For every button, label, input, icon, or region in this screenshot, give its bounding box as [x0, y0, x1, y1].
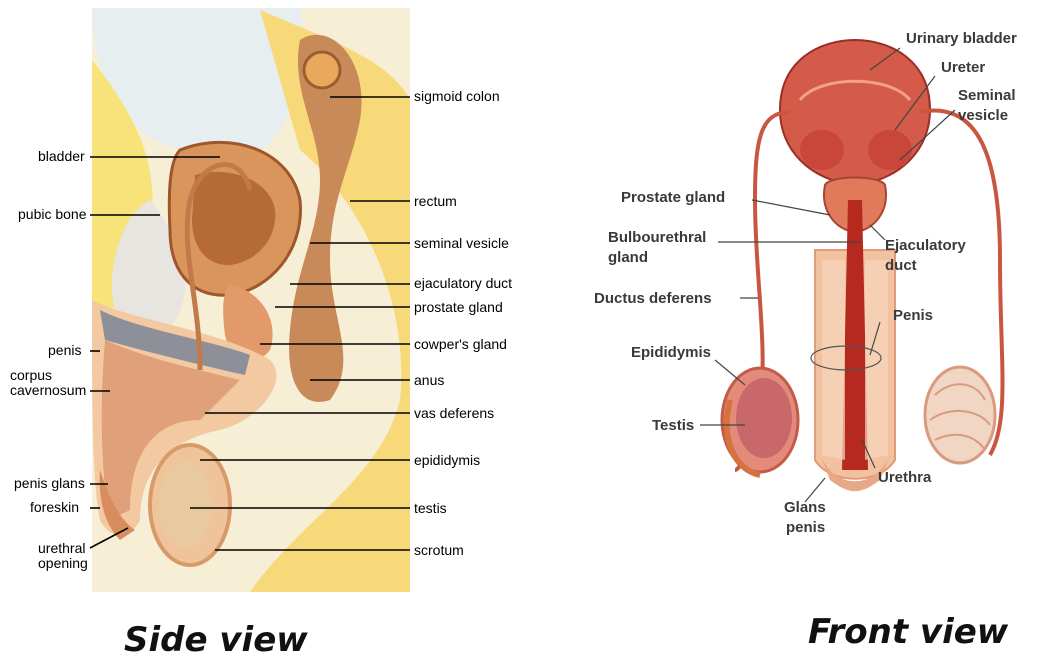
label-glans-line2: penis: [786, 519, 825, 536]
label-ejaculatory-duct: ejaculatory duct: [414, 275, 512, 291]
label-bulbourethral-line2: gland: [608, 249, 648, 266]
label-corpus-line2: cavernosum: [10, 382, 86, 398]
label-urethral-line2: opening: [38, 555, 88, 571]
label-bladder: bladder: [38, 148, 85, 164]
front-view-caption: Front view: [808, 612, 1008, 652]
label-scrotum: scrotum: [414, 542, 464, 558]
front-view-panel: Urinary bladder Ureter Seminal vesicle P…: [570, 0, 1049, 666]
label-glans-line1: Glans: [784, 499, 826, 516]
label-epididymis: Epididymis: [631, 344, 711, 361]
label-urinary-bladder: Urinary bladder: [906, 30, 1017, 47]
label-urethral-line1: urethral: [38, 540, 85, 556]
label-foreskin: foreskin: [30, 499, 79, 515]
label-vas-deferens: vas deferens: [414, 405, 494, 421]
label-ejaculatory-line1: Ejaculatory: [885, 237, 967, 254]
label-ejaculatory-line2: duct: [885, 257, 917, 274]
label-seminal-line1: Seminal: [958, 87, 1016, 104]
label-pubic-bone: pubic bone: [18, 206, 87, 222]
label-anus: anus: [414, 372, 444, 388]
label-testis: testis: [414, 500, 447, 516]
label-urethra: Urethra: [878, 469, 932, 486]
label-prostate-gland: Prostate gland: [621, 189, 725, 206]
side-view-panel: sigmoid colon bladder rectum pubic bone …: [0, 0, 540, 666]
side-anatomy-illustration: [92, 8, 410, 592]
label-prostate-gland: prostate gland: [414, 299, 503, 315]
label-penis: penis: [48, 342, 81, 358]
side-view-caption: Side view: [124, 620, 308, 660]
front-view-diagram: Urinary bladder Ureter Seminal vesicle P…: [570, 0, 1049, 600]
label-corpus-line1: corpus: [10, 367, 52, 383]
label-sigmoid-colon: sigmoid colon: [414, 88, 500, 104]
label-seminal-vesicle: seminal vesicle: [414, 235, 509, 251]
label-ductus-deferens: Ductus deferens: [594, 290, 712, 307]
label-ureter: Ureter: [941, 59, 985, 76]
label-cowpers-gland: cowper's gland: [414, 336, 507, 352]
label-penis-glans: penis glans: [14, 475, 85, 491]
label-rectum: rectum: [414, 193, 457, 209]
side-view-diagram: sigmoid colon bladder rectum pubic bone …: [0, 0, 540, 620]
label-penis: Penis: [893, 307, 933, 324]
label-seminal-line2: vesicle: [958, 107, 1008, 124]
label-bulbourethral-line1: Bulbourethral: [608, 229, 706, 246]
label-testis: Testis: [652, 417, 694, 434]
label-epididymis: epididymis: [414, 452, 480, 468]
